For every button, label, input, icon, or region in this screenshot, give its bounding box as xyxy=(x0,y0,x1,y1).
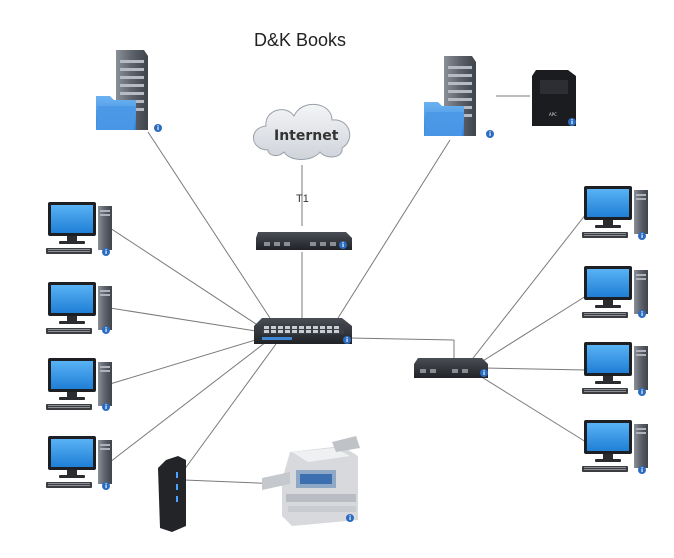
cloud-label: Internet xyxy=(274,128,339,144)
link-core-ws-l3 xyxy=(109,337,263,385)
router-info-icon[interactable]: i xyxy=(339,241,347,249)
svg-text:i: i xyxy=(105,483,107,490)
workstation-right-1[interactable] xyxy=(582,186,648,238)
svg-text:i: i xyxy=(105,404,107,411)
link-core-ws-l4 xyxy=(109,341,267,463)
file-server-left[interactable] xyxy=(96,50,148,130)
link-core-branch xyxy=(349,337,455,341)
link-core-server-right xyxy=(337,139,451,319)
workstation-right-4-info-icon[interactable]: i xyxy=(638,466,646,474)
ups[interactable]: APC xyxy=(532,70,576,126)
branch-switch[interactable] xyxy=(414,358,488,378)
file-server-right[interactable] xyxy=(424,56,476,136)
svg-text:i: i xyxy=(641,389,643,396)
workstation-left-4-info-icon[interactable]: i xyxy=(102,482,110,490)
ups-info-icon[interactable]: i xyxy=(568,118,576,126)
file-server-right-info-icon[interactable]: i xyxy=(486,130,494,138)
link-core-server-left xyxy=(147,131,271,319)
branch-switch-info-icon[interactable]: i xyxy=(480,369,488,377)
diagram-title: D&K Books xyxy=(254,30,346,50)
printer-info-icon[interactable]: i xyxy=(346,514,354,522)
link-branch-ws-r1 xyxy=(469,213,587,363)
router[interactable] xyxy=(256,232,352,250)
connection-links xyxy=(109,95,587,485)
ups-brand-label: APC xyxy=(549,112,557,117)
link-branch-ws-r2 xyxy=(477,295,587,365)
workstation-left-1[interactable] xyxy=(46,202,112,254)
workstation-left-4[interactable] xyxy=(46,436,112,488)
wan-link-label: T1 xyxy=(296,193,309,205)
svg-text:i: i xyxy=(105,249,107,256)
link-core-modem xyxy=(183,343,277,471)
workstation-left-2[interactable] xyxy=(46,282,112,334)
workstation-left-3[interactable] xyxy=(46,358,112,410)
workstation-right-4[interactable] xyxy=(582,420,648,472)
svg-text:i: i xyxy=(641,311,643,318)
svg-text:i: i xyxy=(641,467,643,474)
svg-text:i: i xyxy=(571,119,573,126)
workstation-left-1-info-icon[interactable]: i xyxy=(102,248,110,256)
workstation-right-3[interactable] xyxy=(582,342,648,394)
workstation-right-2[interactable] xyxy=(582,266,648,318)
svg-text:i: i xyxy=(157,125,159,132)
link-branch-ws-r4 xyxy=(479,375,587,443)
workstation-right-2-info-icon[interactable]: i xyxy=(638,310,646,318)
core-switch[interactable] xyxy=(254,318,352,344)
printer[interactable] xyxy=(262,436,360,526)
svg-text:i: i xyxy=(349,515,351,522)
link-core-ws-l2 xyxy=(109,307,263,333)
link-branch-ws-r3 xyxy=(483,367,587,371)
workstation-right-1-info-icon[interactable]: i xyxy=(638,232,646,240)
link-core-ws-l1 xyxy=(109,227,263,329)
svg-text:i: i xyxy=(105,327,107,334)
workstation-left-2-info-icon[interactable]: i xyxy=(102,326,110,334)
svg-text:i: i xyxy=(641,233,643,240)
workstation-right-3-info-icon[interactable]: i xyxy=(638,388,646,396)
svg-text:i: i xyxy=(483,370,485,377)
svg-text:i: i xyxy=(346,337,348,344)
internet-cloud: Internet xyxy=(253,103,351,160)
svg-text:i: i xyxy=(342,242,344,249)
workstation-left-3-info-icon[interactable]: i xyxy=(102,403,110,411)
modem[interactable] xyxy=(158,456,186,532)
file-server-left-info-icon[interactable]: i xyxy=(154,124,162,132)
core-switch-info-icon[interactable]: i xyxy=(343,336,351,344)
svg-text:i: i xyxy=(489,131,491,138)
